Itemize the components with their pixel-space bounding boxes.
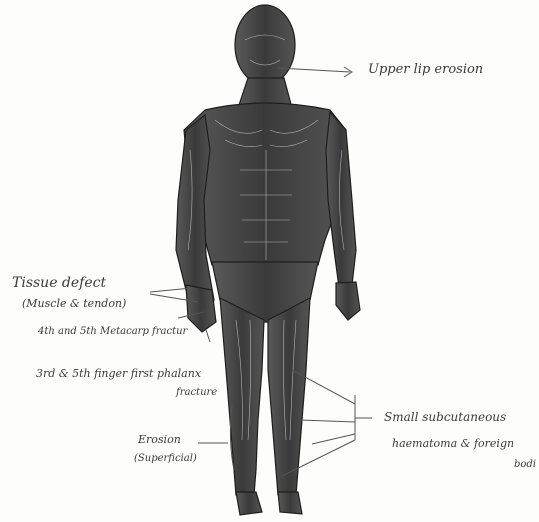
foot-left bbox=[236, 492, 262, 515]
label-upper-lip-erosion: Upper lip erosion bbox=[368, 63, 483, 76]
label-metacarp-fracture: 4th and 5th Metacarp fractur bbox=[38, 327, 187, 337]
label-haematoma: Small subcutaneous bbox=[384, 411, 506, 423]
label-erosion: Erosion bbox=[138, 434, 181, 445]
haematoma-leader-2 bbox=[300, 420, 355, 422]
head bbox=[235, 5, 295, 85]
label-erosion-superficial: (Superficial) bbox=[134, 454, 197, 464]
label-haematoma-bodies: bodi bbox=[514, 460, 536, 470]
hand-right bbox=[336, 282, 360, 320]
label-haematoma-cont: haematoma & foreign bbox=[392, 438, 514, 449]
finger-fracture-leader bbox=[206, 330, 210, 342]
arm-right bbox=[326, 112, 356, 295]
label-finger-fracture-cont: fracture bbox=[176, 388, 217, 398]
muscle-body-figure bbox=[176, 5, 360, 515]
hand-left bbox=[186, 285, 216, 332]
haematoma-leader-3 bbox=[312, 434, 355, 444]
label-tissue-defect: Tissue defect bbox=[12, 276, 106, 290]
label-finger-fracture: 3rd & 5th finger first phalanx bbox=[36, 368, 201, 379]
foot-right bbox=[278, 492, 302, 514]
torso bbox=[184, 103, 346, 265]
label-tissue-defect-detail: (Muscle & tendon) bbox=[22, 298, 126, 309]
